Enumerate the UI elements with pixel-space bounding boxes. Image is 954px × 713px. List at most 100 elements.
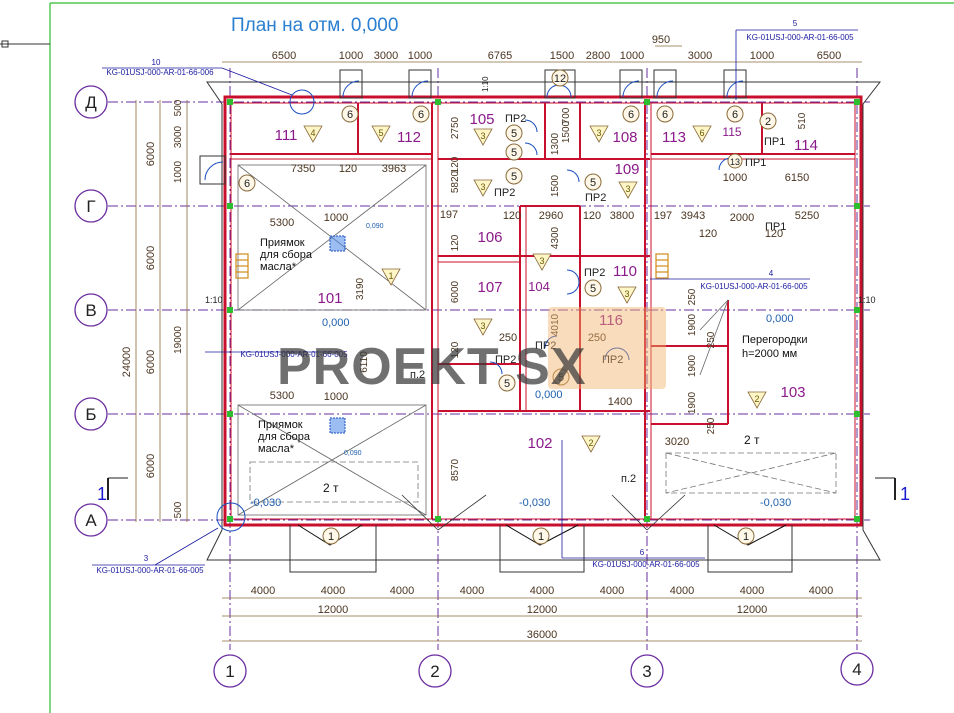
axis-bubble-col-4: 4 [840,652,874,686]
bottom-dim: 4000 [251,585,275,597]
dim-120-v3: 120 [450,156,461,173]
top-dim: 3000 [688,50,712,62]
svg-text:для сбора: для сбора [260,249,313,261]
dim-4010: 4010 [550,313,561,336]
top-dim: 1500 [550,50,574,62]
svg-text:В: В [85,301,96,320]
svg-text:Приямок: Приямок [260,237,305,249]
drain-grate-upper [329,235,346,252]
dim-1900-c: 1900 [687,391,698,414]
gate-portal-3 [707,524,793,573]
dim-2960: 2960 [539,210,563,222]
svg-text:6: 6 [699,128,704,138]
svg-text:1: 1 [225,662,234,681]
svg-text:масла*: масла* [260,261,297,273]
dim-5820: 5820 [450,170,461,193]
left-dim-outer: 6000 [145,454,157,478]
top-dim: 1000 [339,50,363,62]
door-label-pr1: ПР1 [745,157,766,169]
svg-text:Перегородки: Перегородки [742,334,808,346]
bottom-dim: 4000 [460,585,484,597]
dim-3190: 3190 [355,277,366,300]
dim-1500-b: 1500 [561,120,572,143]
svg-text:KG-01USJ-000-AR-01-66-005: KG-01USJ-000-AR-01-66-005 [96,566,204,575]
callout-ref-3: 3 KG-01USJ-000-AR-01-66-005 [92,502,246,575]
room-109: 109 [614,161,639,178]
top-dim: 6500 [817,50,841,62]
drain-grate-lower [329,417,346,434]
dim-1900-b: 1900 [687,354,698,377]
svg-text:4: 4 [769,269,774,278]
callout-ref-2: KG-01USJ-000-AR-01-66-005 [205,350,348,359]
top-dim: 6500 [272,50,296,62]
svg-text:6: 6 [640,548,645,557]
svg-text:1: 1 [900,484,910,504]
svg-text:KG-01USJ-000-AR-01-66-006: KG-01USJ-000-AR-01-66-006 [106,68,214,77]
dim-1900-a: 1900 [687,313,698,336]
svg-text:3: 3 [480,321,485,331]
svg-text:Г: Г [86,197,95,216]
dim-120-v2: 120 [450,341,461,358]
svg-text:5: 5 [558,372,564,384]
marker-triangles [303,125,767,453]
marker-circles [238,69,777,545]
gate-roof-lines [401,494,686,531]
dim-1300: 1300 [550,132,561,155]
dim-3963: 3963 [382,163,406,175]
bottom-dim: 4000 [530,585,554,597]
dim-1400: 1400 [608,396,632,408]
dim-1000: 1000 [324,212,348,224]
svg-text:KG-01USJ-000-AR-01-66-005: KG-01USJ-000-AR-01-66-005 [240,350,348,359]
dim-250-a: 250 [687,288,698,305]
door-label-pr2: ПР2 [602,354,623,366]
level-minus: -0,030 [250,497,281,509]
svg-text:3: 3 [596,128,601,138]
top-dim: 1000 [408,50,432,62]
svg-text:4: 4 [310,128,315,138]
bottom-dim: 4000 [321,585,345,597]
svg-text:6: 6 [732,109,738,121]
svg-text:5: 5 [511,171,517,183]
dim-7350: 7350 [291,163,315,175]
svg-text:5: 5 [511,128,517,140]
room-101: 101 [317,290,342,307]
svg-text:3: 3 [642,662,651,681]
callout-ref-4: 4 KG-01USJ-000-AR-01-66-005 [650,269,810,291]
dim-1000-r: 1000 [723,172,747,184]
left-dim-inner: 19000 [173,326,184,354]
callout-ref-10: 10 KG-01USJ-000-AR-01-66-006 [102,58,315,115]
level-minus: -0,030 [519,497,550,509]
svg-text:6: 6 [244,178,250,190]
marker-triangle-labels: 4 5 3 3 6 3 3 3 3 3 1 2 2 [310,128,759,448]
door-label-pr2: ПР2 [494,187,515,199]
svg-text:PROEKT SX: PROEKT SX [277,338,587,396]
svg-text:2: 2 [588,438,593,448]
dim-2000: 2000 [730,212,754,224]
dim-6150: 6150 [785,172,809,184]
svg-text:4: 4 [852,660,861,679]
level-zero: 0,000 [766,313,794,325]
bottom-dim-12000: 12000 [737,604,768,616]
dim-120-r1: 120 [699,228,717,240]
room-107: 107 [477,279,502,296]
level-090: 0,090 [344,450,362,457]
room-114: 114 [794,137,818,154]
dim-250-d: 250 [499,332,517,344]
bottom-dim-12000: 12000 [318,604,349,616]
top-porches [199,69,747,185]
svg-text:2: 2 [765,116,771,128]
dim-120-c: 120 [583,210,601,222]
svg-text:6: 6 [628,109,634,121]
dim-250-b: 250 [706,331,717,348]
room-111: 111 [275,127,298,144]
room-104: 104 [528,279,550,294]
gate-portal-1 [289,524,377,573]
svg-text:3: 3 [539,256,544,266]
crane-capacity-right: 2 т [744,433,760,447]
svg-text:KG-01USJ-000-AR-01-66-005: KG-01USJ-000-AR-01-66-005 [700,282,808,291]
level-zero: 0,000 [322,317,350,329]
room-113: 113 [662,129,686,146]
axis-bubble-row-d: Д [74,85,108,119]
top-dim: 1000 [620,50,644,62]
